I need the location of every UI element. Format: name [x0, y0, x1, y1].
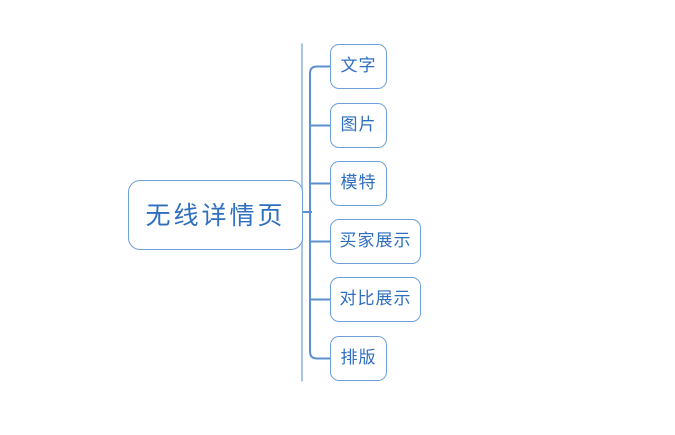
child-node-2-label: 图片	[340, 115, 377, 135]
child-node-5-label: 对比展示	[339, 289, 412, 309]
child-node-4[interactable]: 买家展示	[330, 219, 421, 264]
child-node-4-label: 买家展示	[339, 231, 412, 251]
child-node-6[interactable]: 排版	[330, 336, 387, 381]
child-node-2[interactable]: 图片	[330, 103, 387, 148]
root-node-label: 无线详情页	[145, 200, 286, 230]
child-node-3[interactable]: 模特	[330, 161, 387, 206]
child-node-5[interactable]: 对比展示	[330, 277, 421, 322]
child-node-6-label: 排版	[340, 348, 377, 368]
root-node[interactable]: 无线详情页	[128, 180, 303, 250]
child-node-1-label: 文字	[340, 56, 377, 76]
child-node-1[interactable]: 文字	[330, 44, 387, 89]
child-node-3-label: 模特	[340, 173, 377, 193]
